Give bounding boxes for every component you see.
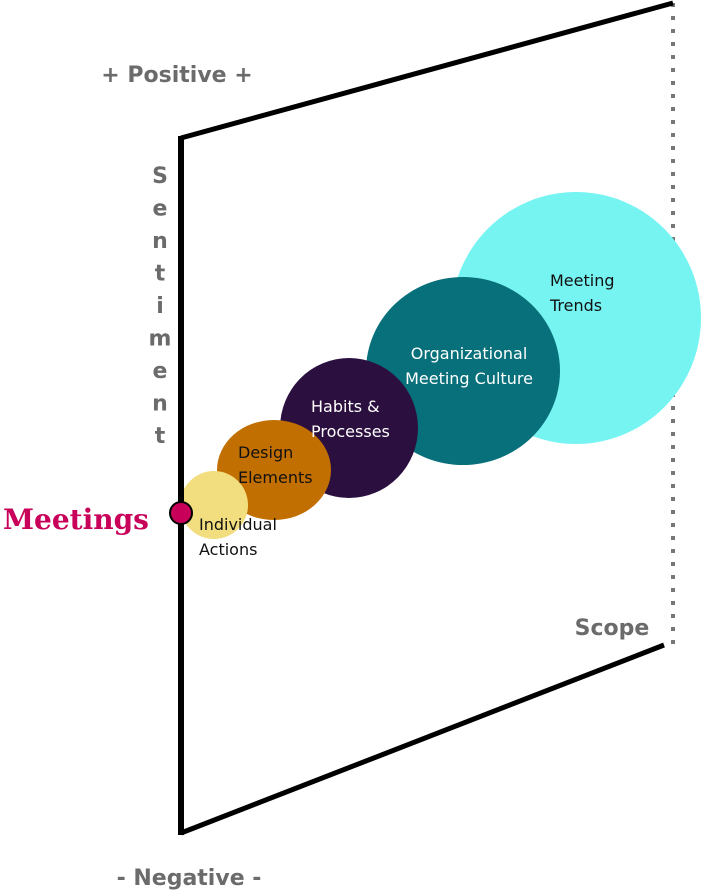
meeting-trends-label: Meeting [550, 271, 615, 290]
negative-label: - Negative - [117, 866, 262, 891]
bottom-edge [180, 642, 665, 836]
meetings-marker [169, 501, 193, 525]
habits-processes-label: Habits & [311, 397, 380, 416]
individual-actions-label: Actions [199, 540, 257, 559]
scope-label: Scope [575, 616, 650, 641]
individual-actions-bubble [180, 471, 248, 539]
sentiment-letter: t [155, 424, 166, 449]
sentiment-letter: e [153, 197, 168, 222]
sentiment-letter: n [152, 229, 168, 254]
organizational-meeting-culture-label: Organizational [411, 344, 528, 363]
sentiment-letter: t [155, 262, 166, 287]
individual-actions-label: Individual [199, 515, 277, 534]
organizational-meeting-culture-label: Meeting Culture [405, 369, 533, 388]
sentiment-letter: i [156, 294, 164, 319]
design-elements-label: Design [238, 443, 293, 462]
positive-label: + Positive + [101, 63, 252, 88]
meeting-trends-label: Trends [549, 296, 602, 315]
sentiment-letter: S [152, 164, 168, 189]
sentiment-letter: e [153, 359, 168, 384]
habits-processes-label: Processes [311, 422, 390, 441]
top-edge [180, 0, 674, 141]
sentiment-letter: m [149, 327, 172, 352]
sentiment-letter: n [152, 392, 168, 417]
design-elements-label: Elements [238, 468, 313, 487]
meetings-label: Meetings [3, 503, 149, 536]
